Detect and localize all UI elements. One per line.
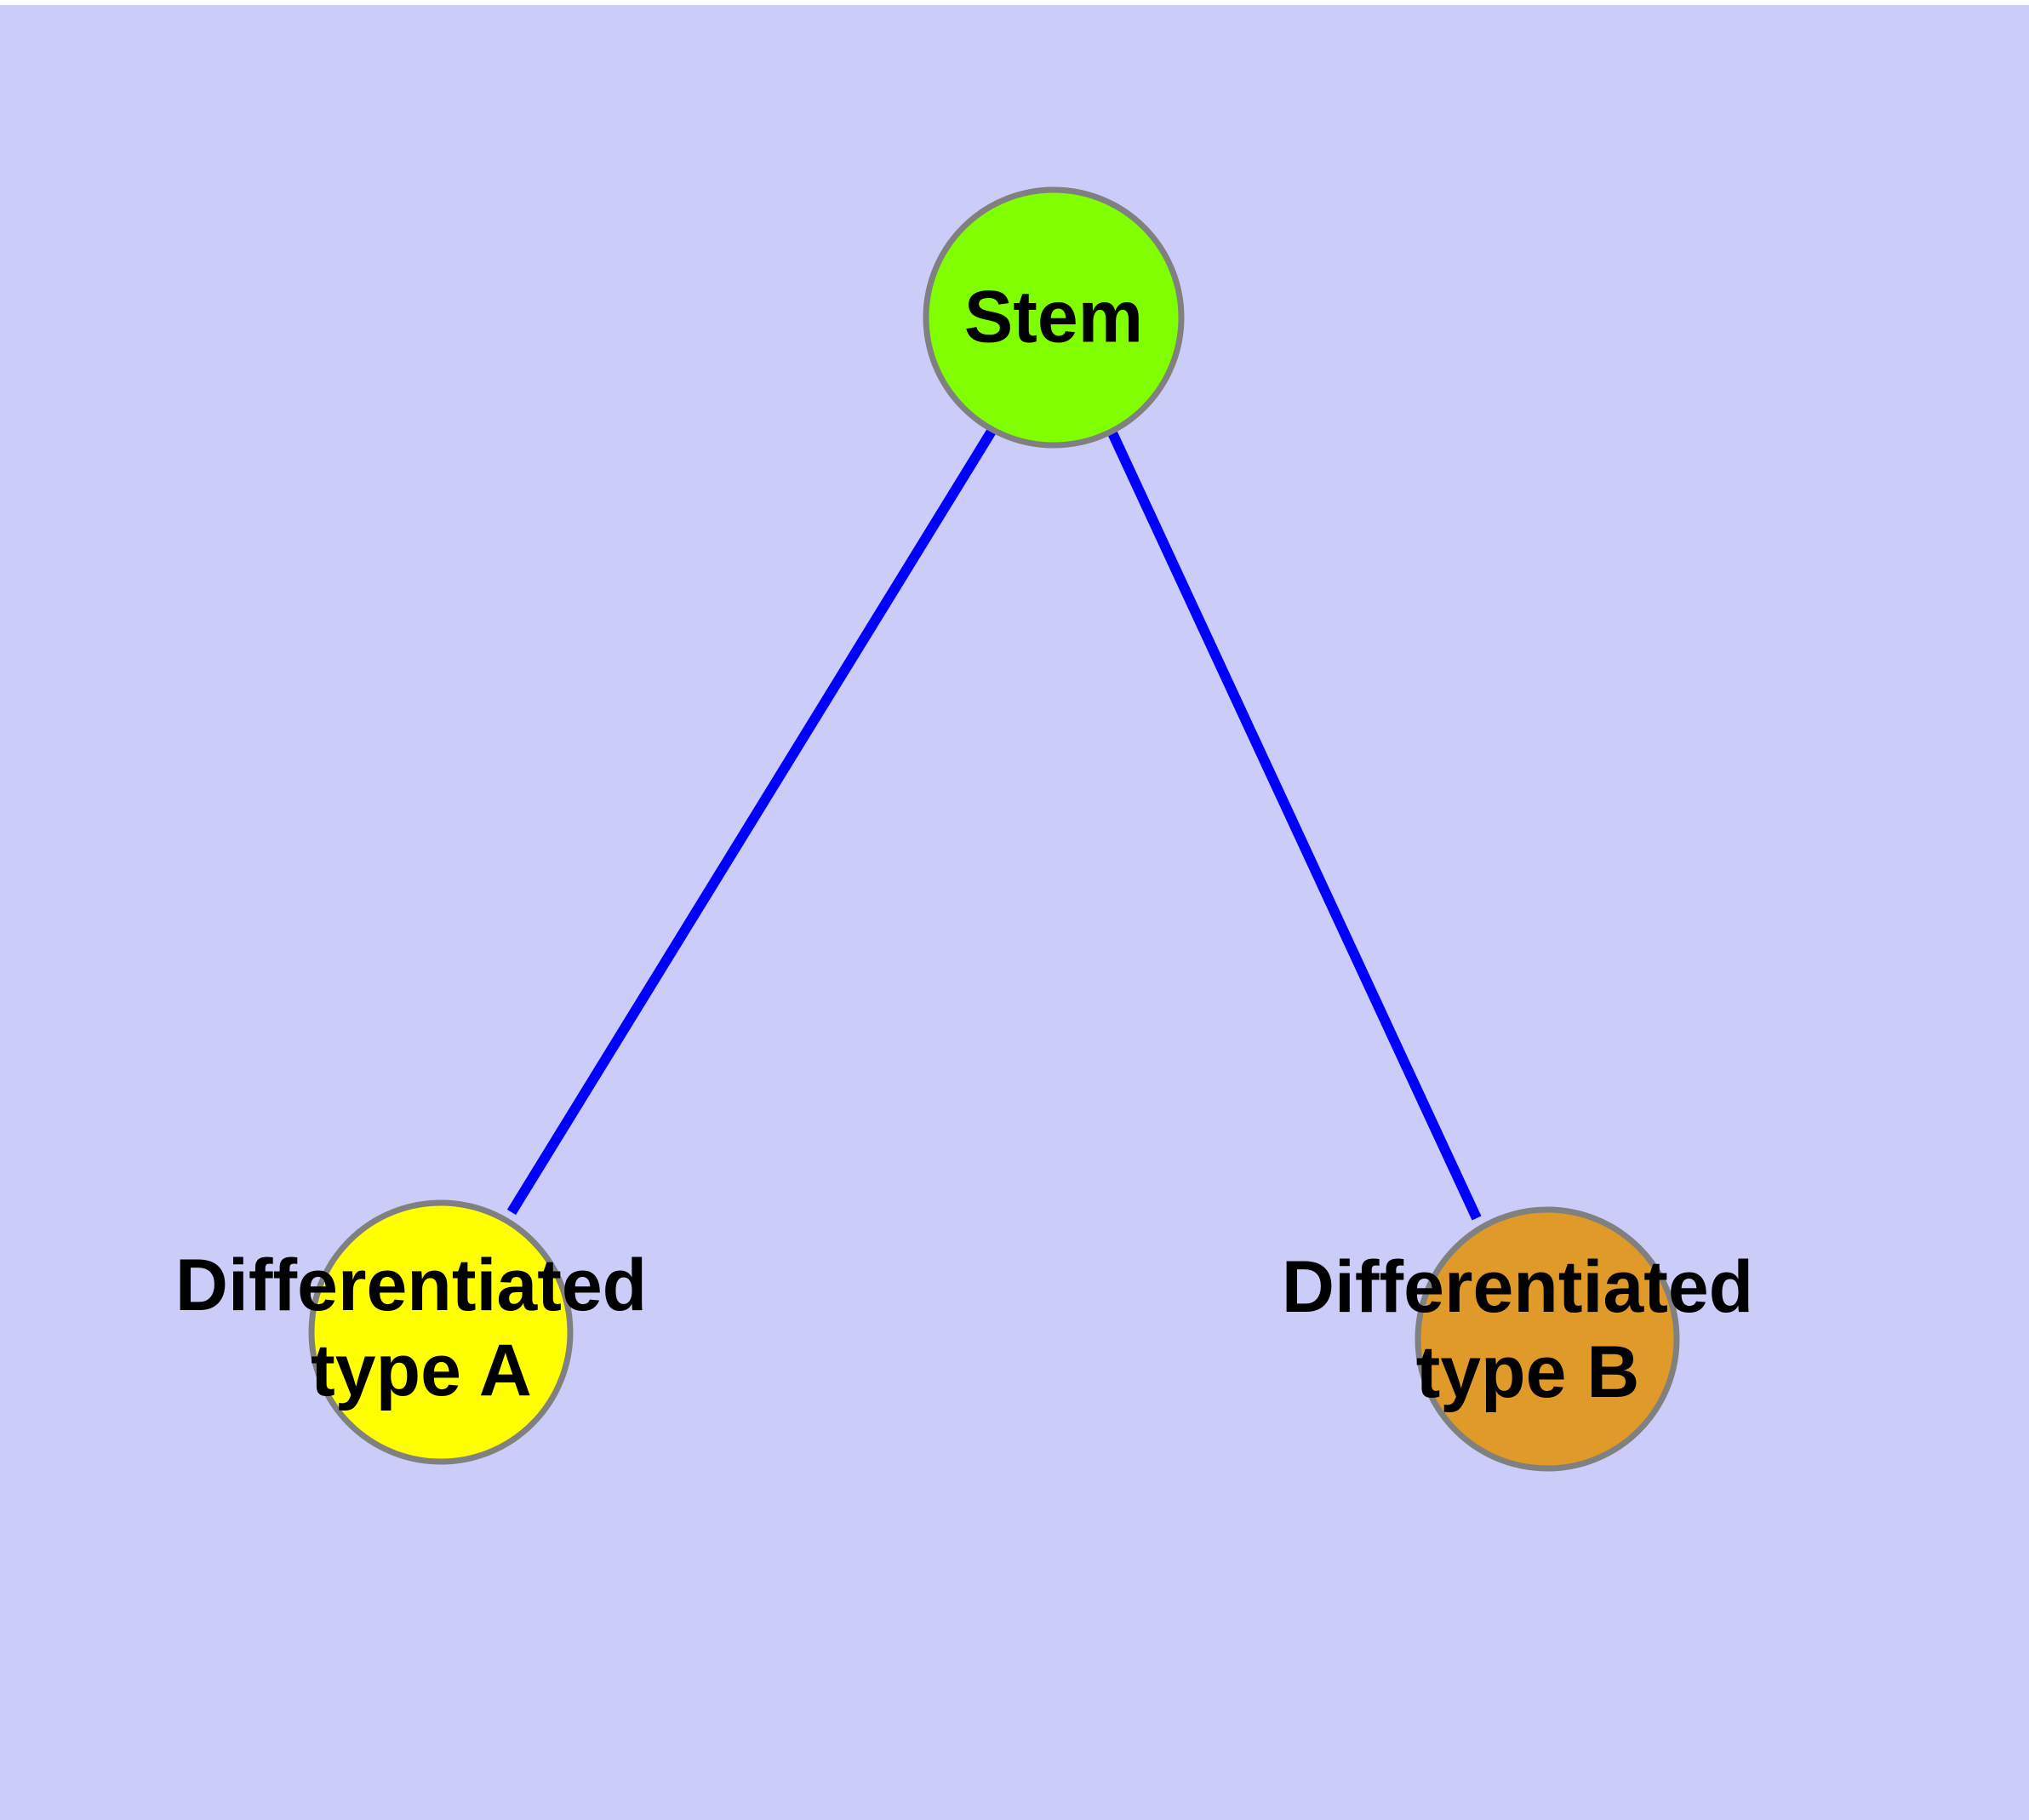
node-stem-circle[interactable]	[923, 186, 1185, 449]
graph-svg: Stem Differentiated type A Differentiate…	[175, 186, 1774, 1472]
node-stem-label: Stem	[964, 277, 1143, 358]
node-differentiated-type-a[interactable]: Differentiated type A	[175, 1199, 667, 1465]
node-differentiated-type-b-circle[interactable]	[1415, 1206, 1680, 1472]
node-differentiated-type-b-label: Differentiated type B	[1282, 1246, 1774, 1413]
label-line-1: Differentiated	[1282, 1246, 1753, 1328]
edge-stem-to-differentiated-type-a[interactable]	[506, 426, 997, 1216]
node-differentiated-type-b[interactable]: Differentiated type B	[1282, 1206, 1774, 1472]
edge-stem-to-differentiated-type-b[interactable]	[1104, 423, 1482, 1221]
label-line-1: Differentiated	[175, 1245, 647, 1326]
node-differentiated-type-a-label: Differentiated type A	[175, 1245, 667, 1411]
node-stem[interactable]: Stem	[923, 186, 1185, 449]
graph-canvas: Stem Differentiated type A Differentiate…	[0, 5, 2029, 1820]
label-line-2: type B	[1416, 1331, 1640, 1413]
node-differentiated-type-a-circle[interactable]	[308, 1199, 574, 1465]
edge-layer	[506, 423, 1482, 1221]
node-layer: Stem Differentiated type A Differentiate…	[175, 186, 1774, 1472]
label-line-2: type A	[311, 1330, 532, 1411]
